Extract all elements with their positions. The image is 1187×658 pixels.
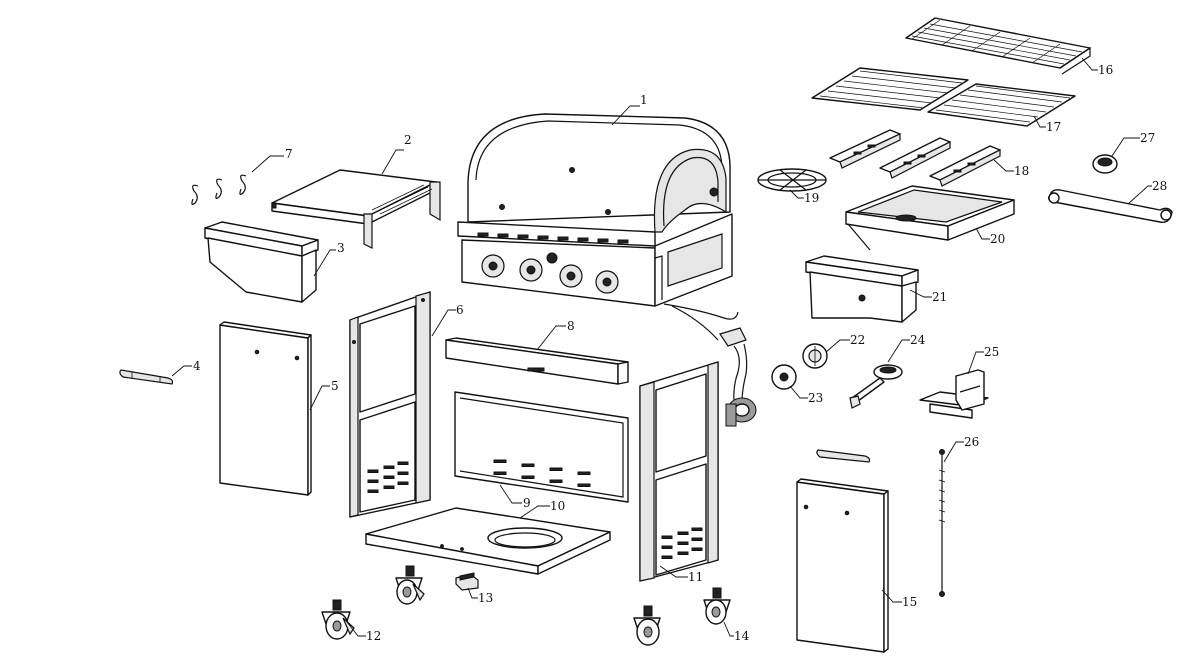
callout-13: 13 <box>478 591 493 605</box>
callout-17: 17 <box>1046 120 1061 134</box>
part-handle-right <box>816 449 871 463</box>
back-panel-slots <box>493 459 591 487</box>
part-side-handle <box>1047 189 1173 223</box>
callout-5: 5 <box>331 379 339 393</box>
part-side-burner-bracket <box>919 369 989 419</box>
callout-9: 9 <box>523 496 531 510</box>
part-side-burner-grate <box>757 168 827 192</box>
part-back-panel <box>454 391 629 503</box>
callout-3: 3 <box>337 241 345 255</box>
part-cart-side-left <box>349 291 431 518</box>
part-bottom-shelf <box>365 507 611 575</box>
callout-2: 2 <box>404 133 412 147</box>
callout-20: 20 <box>990 232 1005 246</box>
shelf-vent-slots <box>371 184 433 215</box>
part-door-right <box>796 478 889 653</box>
control-panel-slots <box>477 232 629 244</box>
callout-23: 23 <box>808 391 823 405</box>
callout-15: 15 <box>902 595 917 609</box>
part-hooks <box>191 174 247 205</box>
callout-16: 16 <box>1098 63 1113 77</box>
leader-lines <box>171 57 1152 637</box>
part-cooking-grates <box>811 67 1076 127</box>
part-control-knob <box>771 364 797 390</box>
part-handle-left <box>119 369 174 385</box>
control-knobs <box>481 252 619 294</box>
part-side-shelf-left <box>271 169 441 249</box>
callout-26: 26 <box>964 435 979 449</box>
callout-11: 11 <box>688 570 703 584</box>
part-cart-side-right <box>639 361 719 582</box>
part-side-burner-tray <box>845 185 1015 251</box>
flame-tamer-holes <box>853 144 976 173</box>
part-door-left <box>219 321 312 496</box>
callout-8: 8 <box>567 319 575 333</box>
callout-22: 22 <box>850 333 865 347</box>
part-warming-rack <box>905 17 1091 75</box>
callout-28: 28 <box>1152 179 1167 193</box>
part-side-burner <box>849 364 903 409</box>
callout-labels: 1 2 3 4 5 6 7 8 9 10 11 12 13 14 15 16 1… <box>193 63 1167 643</box>
callout-10: 10 <box>550 499 565 513</box>
callout-7: 7 <box>285 147 293 161</box>
callout-19: 19 <box>804 191 819 205</box>
side-vent-slots <box>367 461 409 493</box>
callout-27: 27 <box>1140 131 1155 145</box>
callout-6: 6 <box>456 303 464 317</box>
callout-25: 25 <box>984 345 999 359</box>
part-grill-head <box>457 113 739 320</box>
part-caster-locking <box>321 565 425 640</box>
part-igniter-wire <box>938 449 946 597</box>
rack-wires <box>911 19 1083 65</box>
part-side-box-right <box>805 255 919 323</box>
part-knob-bezel <box>802 343 828 369</box>
callout-4: 4 <box>193 359 201 373</box>
callout-21: 21 <box>932 290 947 304</box>
part-bracket-clip <box>455 572 479 591</box>
callout-12: 12 <box>366 629 381 643</box>
part-gas-regulator-hose <box>671 305 757 427</box>
part-front-crossbar <box>445 337 629 385</box>
side-vent-slots-right <box>661 527 703 559</box>
callout-14: 14 <box>734 629 750 643</box>
callout-24: 24 <box>910 333 926 347</box>
part-flame-tamers <box>829 129 1001 187</box>
callout-18: 18 <box>1014 164 1029 178</box>
callout-1: 1 <box>640 93 648 107</box>
part-knob-insert <box>1092 154 1118 174</box>
grate-bars <box>819 70 1071 123</box>
part-caster <box>633 587 731 646</box>
part-side-box-left <box>204 221 319 303</box>
